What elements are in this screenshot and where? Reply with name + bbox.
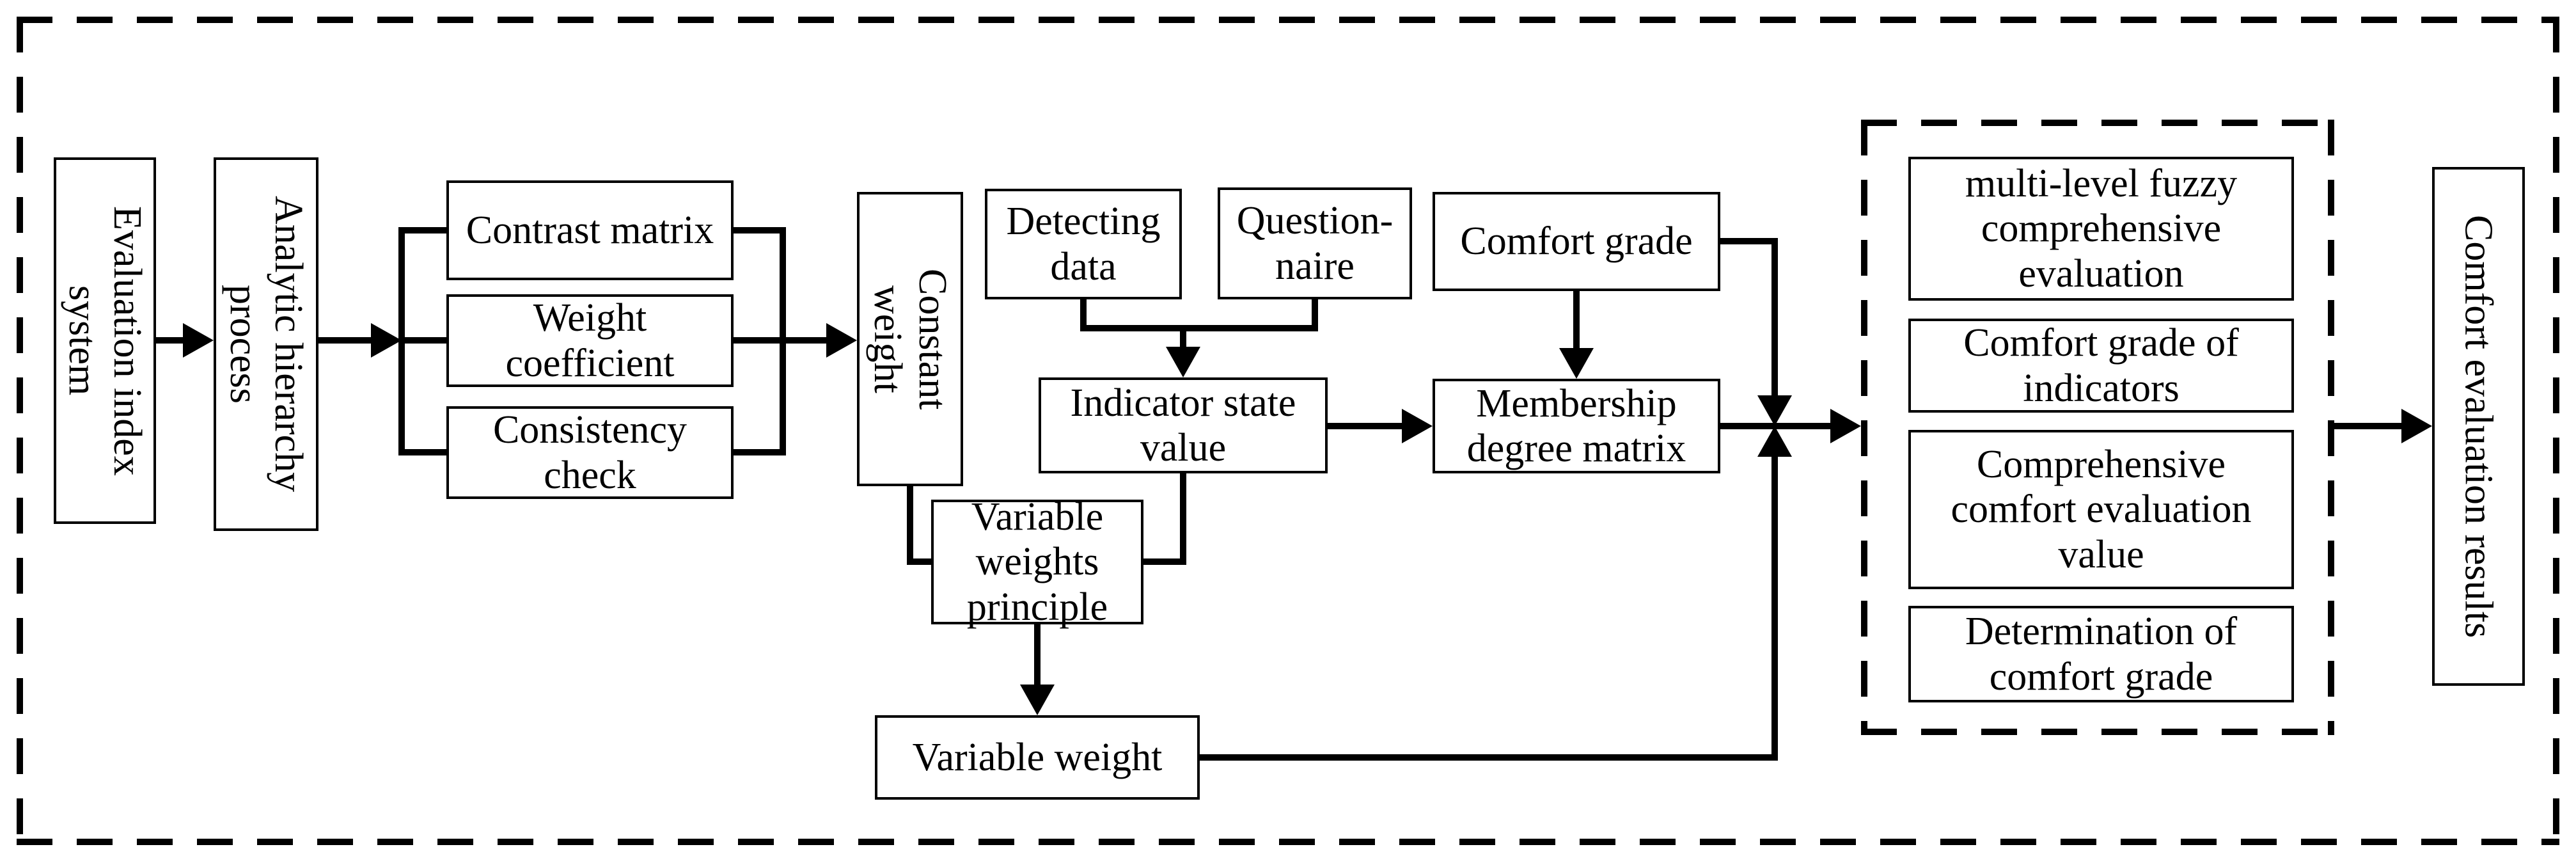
node-questionnaire: Question- naire <box>1218 187 1412 299</box>
arrowhead-ahp-bracket <box>371 323 402 358</box>
line-merge-down <box>1180 325 1186 349</box>
node-variable-weights-principle: Variable weights principle <box>931 495 1143 629</box>
node-contrast-matrix: Contrast matrix <box>446 180 734 280</box>
node-detecting-data: Detecting data <box>985 189 1182 299</box>
node-multilevel-fuzzy-evaluation: multi-level fuzzy comprehensive evaluati… <box>1908 157 2294 301</box>
line-membership-fuzzygroup <box>1720 423 1830 429</box>
line-indicator-into-principle <box>1143 558 1186 565</box>
node-constant-weight: Constant weight <box>857 192 963 486</box>
arrowhead-fuzzygroup-results <box>2401 409 2432 443</box>
arrowhead-principle-variableweight <box>1020 685 1055 715</box>
bracket-right-stub-weight <box>734 337 786 344</box>
line-constantweight-into-principle <box>907 558 934 565</box>
line-indicator-membership <box>1328 423 1402 429</box>
line-principle-variableweight <box>1034 624 1041 685</box>
fuzzy-group-border-left <box>1861 120 1867 735</box>
arrowhead-variableweight-junction <box>1757 426 1792 457</box>
fuzzy-group-border-right <box>2328 120 2334 735</box>
node-comfort-evaluation-results: Comfort evaluation results <box>2432 167 2525 686</box>
outer-border-bottom <box>17 839 2559 845</box>
bracket-left-stub-weight <box>402 337 446 344</box>
line-indicator-down <box>1180 473 1186 565</box>
node-comfort-grade-of-indicators: Comfort grade of indicators <box>1908 319 2294 413</box>
node-evaluation-index-system: Evaluation index system <box>54 157 156 524</box>
stub-detecting-down <box>1080 299 1087 331</box>
node-analytic-hierarchy-process: Analytic hierarchy process <box>214 157 318 531</box>
bracket-right-stub-consistency <box>734 449 786 455</box>
fuzzy-group-border-bottom <box>1861 729 2334 735</box>
fuzzy-group-border-top <box>1861 120 2334 126</box>
node-weight-coefficient: Weight coefficient <box>446 294 734 387</box>
line-bracket-constantweight <box>786 337 826 344</box>
line-fuzzygroup-results <box>2334 423 2401 429</box>
stub-questionnaire-down <box>1312 299 1318 331</box>
line-merge-horizontal <box>1080 325 1318 331</box>
node-consistency-check: Consistency check <box>446 406 734 499</box>
node-indicator-state-value: Indicator state value <box>1039 377 1328 473</box>
line-evalindex-ahp <box>156 337 185 344</box>
line-constantweight-down <box>907 486 913 565</box>
outer-border-top <box>17 17 2559 23</box>
line-comfortgrade-down <box>1771 238 1778 395</box>
line-comfortgrade-right <box>1720 238 1778 244</box>
node-comprehensive-comfort-value: Comprehensive comfort evaluation value <box>1908 430 2294 589</box>
line-ahp-bracket <box>318 337 373 344</box>
outer-border-right <box>2553 17 2559 845</box>
arrowhead-membership-fuzzygroup <box>1830 409 1861 443</box>
node-variable-weight: Variable weight <box>875 715 1200 800</box>
node-membership-degree-matrix: Membership degree matrix <box>1433 379 1720 473</box>
line-variableweight-right <box>1200 754 1778 761</box>
arrowhead-comfortgrade-junction <box>1757 395 1792 426</box>
arrowhead-comfortgrade-membership <box>1559 348 1594 379</box>
node-comfort-grade: Comfort grade <box>1433 192 1720 291</box>
bracket-left-stub-consistency <box>402 449 446 455</box>
bracket-right-vertical <box>780 227 786 455</box>
node-determination-of-comfort-grade: Determination of comfort grade <box>1908 606 2294 702</box>
arrowhead-bracket-constantweight <box>826 323 857 358</box>
arrowhead-merge-indicator <box>1166 347 1200 377</box>
bracket-right-stub-contrast <box>734 227 786 234</box>
arrowhead-evalindex-ahp <box>183 323 214 358</box>
arrowhead-indicator-membership <box>1402 409 1433 443</box>
outer-border-left <box>17 17 23 845</box>
line-comfortgrade-membership <box>1573 291 1580 351</box>
bracket-left-stub-contrast <box>402 227 446 234</box>
line-variableweight-up <box>1771 457 1778 761</box>
